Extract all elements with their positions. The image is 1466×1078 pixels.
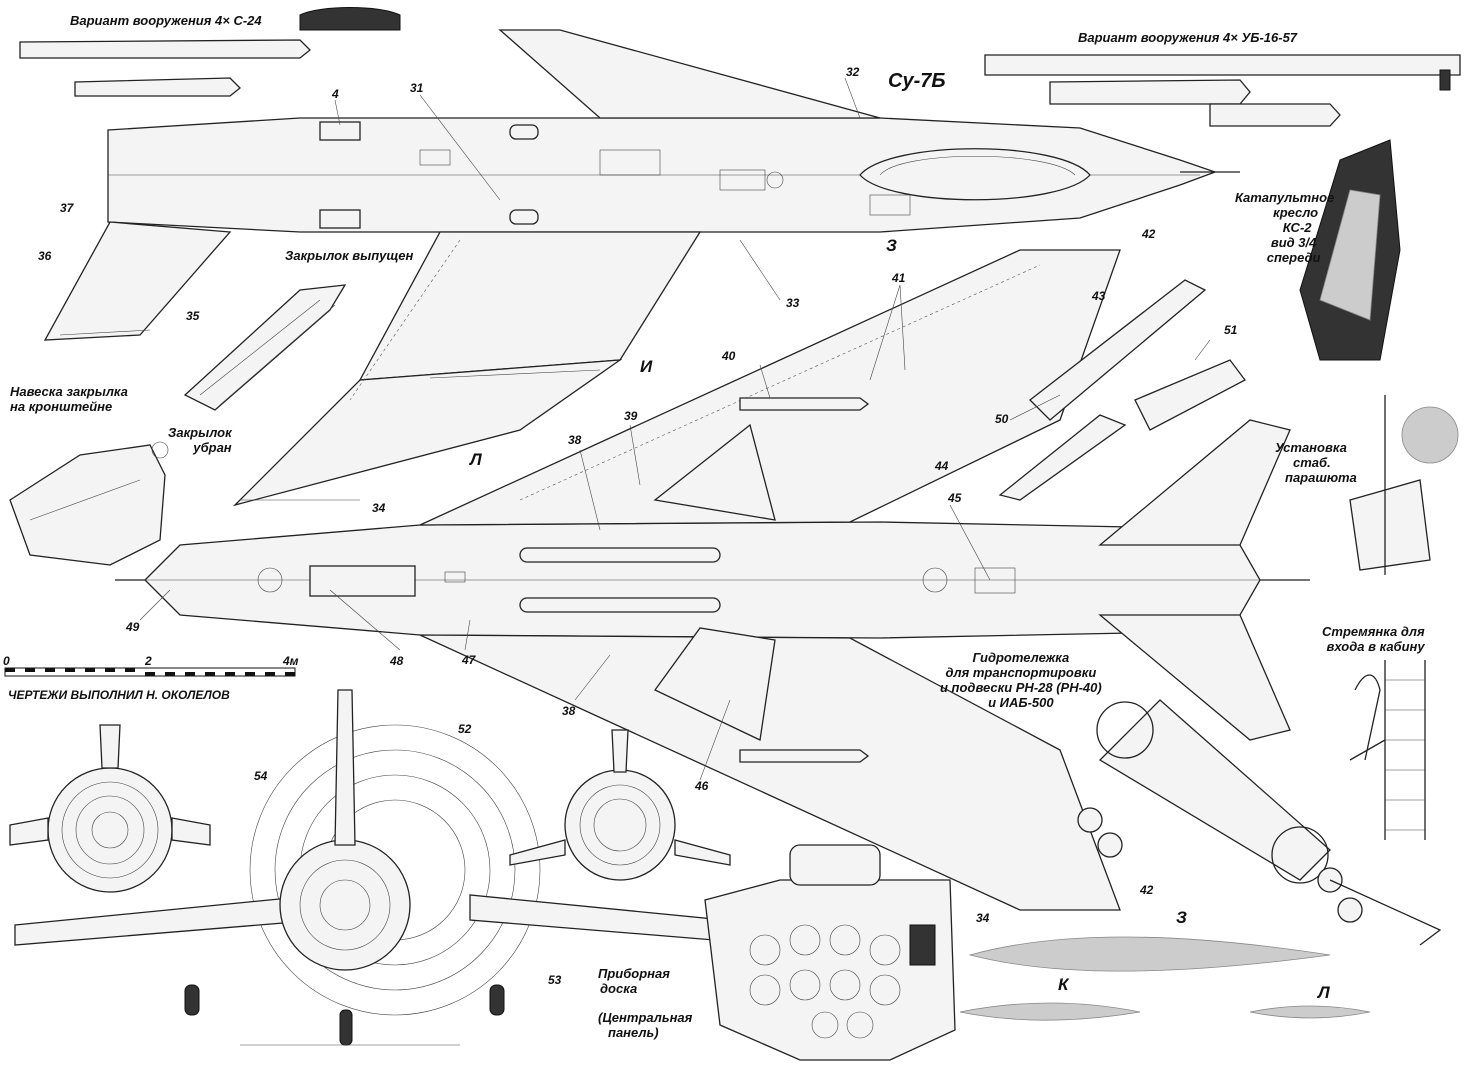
- armament-rockets-s24: [19, 7, 401, 97]
- flap-hinge-detail: [9, 441, 169, 566]
- seat-line-1: Катапультное: [1235, 190, 1335, 205]
- seat-line-3: КС-2: [1282, 220, 1312, 235]
- scale-tick-0: 0: [3, 654, 10, 668]
- callout-42b: 42: [1140, 883, 1154, 897]
- armament-variant-1-label: Вариант вооружения 4× С-24: [70, 13, 262, 28]
- panel-line-1: Приборная: [598, 966, 670, 981]
- scale-tick-2: 2: [145, 654, 152, 668]
- callout-54: 54: [254, 769, 268, 783]
- aircraft-title: Су-7Б: [888, 70, 946, 92]
- ejection-seat: [1299, 139, 1401, 361]
- panel-sub-label: (Центральная панель): [598, 1010, 692, 1040]
- scale-bar: [4, 667, 296, 677]
- hydraulic-trolley: [1077, 699, 1442, 946]
- callout-52: 52: [458, 722, 472, 736]
- author-credit: ЧЕРТЕЖИ ВЫПОЛНИЛ Н. ОКОЛЕЛОВ: [8, 688, 230, 702]
- trolley-line-1: Гидротележка: [972, 650, 1070, 665]
- section-i: И: [640, 357, 653, 376]
- ladder-line-2: входа в кабину: [1326, 639, 1425, 654]
- callout-51: 51: [1224, 323, 1238, 337]
- panel-sub-line-2: панель): [608, 1025, 659, 1040]
- chute-line-2: стаб.: [1293, 455, 1331, 470]
- panel-line-2: доска: [600, 981, 638, 996]
- profile-z-label: З: [1176, 908, 1187, 927]
- bottom-view-wing-upper: [419, 249, 1121, 526]
- panel-sub-line-1: (Центральная: [598, 1010, 693, 1025]
- seat-line-2: кресло: [1273, 205, 1319, 220]
- scale-tick-4: 4м: [283, 654, 299, 668]
- callout-48: 48: [390, 654, 404, 668]
- chute-label: Установка стаб. парашюта: [1275, 440, 1357, 485]
- callout-49: 49: [126, 620, 140, 634]
- callout-31: 31: [410, 81, 424, 95]
- chute-line-3: парашюта: [1285, 470, 1357, 485]
- callout-33: 33: [786, 296, 800, 310]
- callout-38b: 38: [562, 704, 576, 718]
- callout-42a: 42: [1142, 227, 1156, 241]
- top-view-fuselage: [107, 117, 1240, 233]
- armament-ub16: [984, 54, 1461, 127]
- ladder-line-1: Стремянка для: [1322, 624, 1425, 639]
- flap-up-label: Закрылок убран: [168, 425, 232, 455]
- callout-46: 46: [695, 779, 709, 793]
- section-l: Л: [470, 450, 482, 469]
- bottom-view-wing-lower: [419, 627, 1121, 911]
- flap-hinge-line-2: на кронштейне: [10, 399, 113, 414]
- rear-view-engine: [509, 729, 731, 881]
- trolley-line-3: и подвески РН-28 (РН-40): [940, 680, 1102, 695]
- callout-34b: 34: [976, 911, 990, 925]
- callout-35: 35: [186, 309, 200, 323]
- front-view-engine-small: [9, 724, 211, 893]
- seat-line-4: вид 3/4: [1270, 235, 1317, 250]
- callout-32: 32: [846, 65, 860, 79]
- wing-profiles: [959, 936, 1371, 1021]
- boarding-ladder: [1349, 660, 1426, 840]
- flap-detail: [183, 284, 347, 411]
- callout-47: 47: [462, 653, 476, 667]
- callout-40: 40: [722, 349, 736, 363]
- callout-37: 37: [60, 201, 74, 215]
- callout-36: 36: [38, 249, 52, 263]
- flap-up-line-1: Закрылок: [168, 425, 232, 440]
- flap-down-label: Закрылок выпущен: [285, 248, 414, 263]
- panel-label: Приборная доска: [598, 966, 670, 996]
- instrument-panel: [704, 844, 956, 1061]
- callout-44: 44: [935, 459, 949, 473]
- trolley-label: Гидротележка для транспортировки и подве…: [940, 650, 1102, 710]
- profile-k-label: К: [1058, 975, 1069, 994]
- flap-hinge-label: Навеска закрылка на кронштейне: [10, 384, 128, 414]
- flap-up-line-2: убран: [193, 440, 232, 455]
- ladder-label: Стремянка для входа в кабину: [1322, 624, 1425, 654]
- callout-45: 45: [948, 491, 962, 505]
- callout-53: 53: [548, 973, 562, 987]
- callout-39: 39: [624, 409, 638, 423]
- callout-50: 50: [995, 412, 1009, 426]
- leader-lines: [139, 77, 1211, 781]
- top-view-stabilizer: [43, 221, 232, 341]
- wing-ribs-detail: [998, 279, 1246, 501]
- section-z-top: З: [886, 236, 897, 255]
- profile-l-label: Л: [1318, 983, 1330, 1002]
- armament-variant-2-label: Вариант вооружения 4× УБ-16-57: [1078, 30, 1298, 45]
- parachute-installation: [1349, 395, 1459, 575]
- top-view-wing-upper: [232, 29, 881, 507]
- front-view-main: [14, 689, 776, 1046]
- bottom-view-stabilizers: [1098, 419, 1291, 741]
- callout-38a: 38: [568, 433, 582, 447]
- bottom-view-pylons: [739, 397, 870, 763]
- callout-34a: 34: [372, 501, 386, 515]
- chute-line-1: Установка: [1275, 440, 1347, 455]
- seat-caption: Катапультное кресло КС-2 вид 3/4 спереди: [1235, 190, 1334, 265]
- flap-hinge-line-1: Навеска закрылка: [10, 384, 128, 399]
- trolley-line-2: для транспортировки: [945, 665, 1097, 680]
- callout-41: 41: [892, 271, 906, 285]
- seat-line-5: спереди: [1266, 250, 1321, 265]
- trolley-line-4: и ИАБ-500: [988, 695, 1054, 710]
- callout-43: 43: [1092, 289, 1106, 303]
- callout-4: 4: [332, 87, 339, 101]
